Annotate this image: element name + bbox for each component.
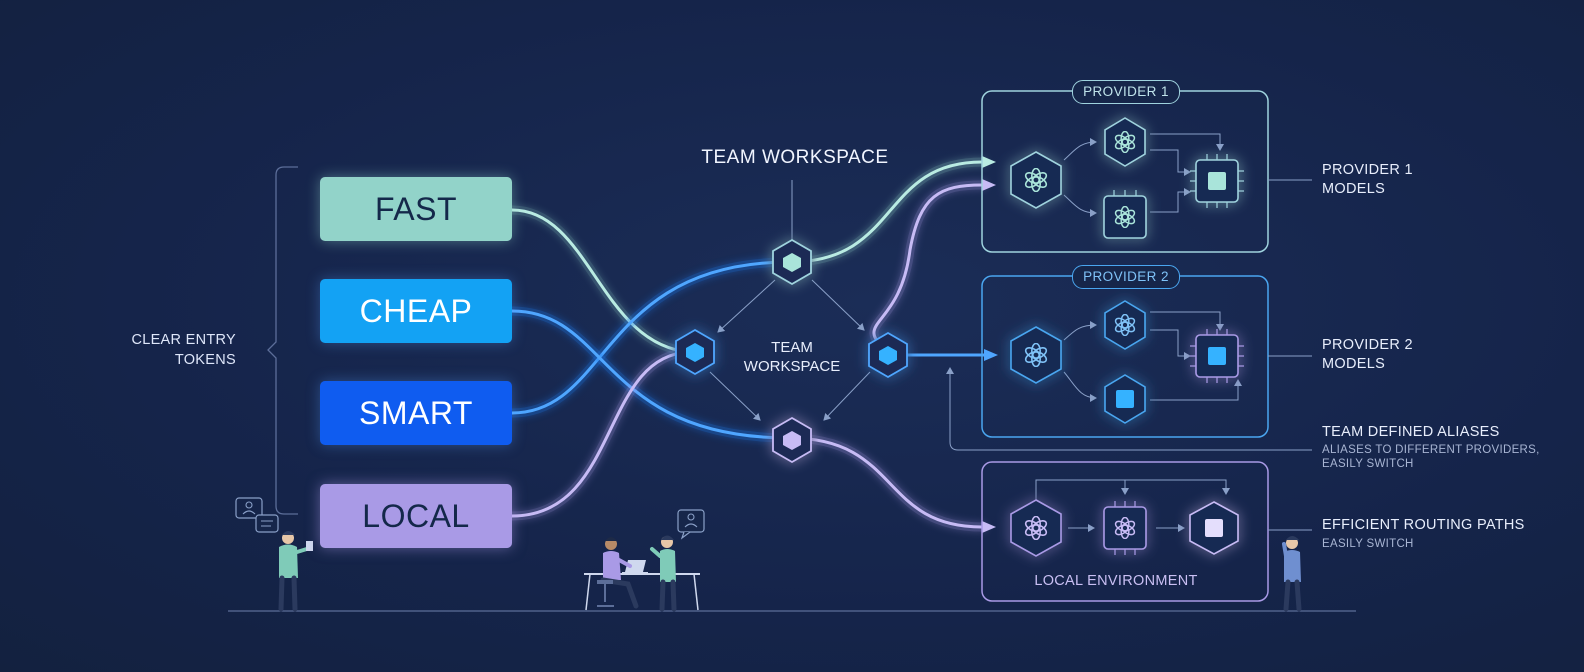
model-icon (1010, 151, 1062, 209)
person-icon (597, 537, 639, 609)
chip-icon (1103, 190, 1147, 239)
provider1-pill: PROVIDER 1 (1072, 80, 1180, 104)
node-right-hex (868, 331, 908, 379)
desk-scene (584, 509, 705, 612)
model-icon (1104, 117, 1146, 167)
chip-icon (1103, 501, 1147, 555)
routing-title: EFFICIENT ROUTING PATHS (1322, 517, 1525, 533)
local-graph (1010, 479, 1239, 557)
aliases-subtitle: ALIASES TO DIFFERENT PROVIDERS, EASILY S… (1322, 444, 1540, 470)
workspace-links (709, 180, 871, 421)
provider2-models-label: PROVIDER 2 MODELS (1322, 337, 1413, 372)
alias-line (946, 367, 1312, 451)
chip-icon (1189, 501, 1239, 555)
token-local[interactable]: LOCAL (320, 484, 512, 548)
chat-icon (677, 509, 705, 540)
token-cheap[interactable]: CHEAP (320, 279, 512, 343)
routing-subtitle: EASILY SWITCH (1322, 538, 1414, 550)
chat-icon (255, 514, 279, 533)
model-icon (1010, 499, 1062, 557)
provider2-pill: PROVIDER 2 (1072, 265, 1180, 289)
arrowhead-provider2 (984, 349, 998, 361)
model-icon (1010, 326, 1062, 384)
flow-paths (507, 157, 991, 532)
provider1-graph (1010, 117, 1244, 239)
arrowhead-provider1-b (982, 179, 996, 191)
chip-icon (1190, 329, 1244, 383)
chip-icon (1190, 154, 1244, 208)
person-icon (278, 531, 313, 612)
node-top-hex (772, 238, 812, 286)
laptop-icon (622, 560, 648, 574)
person-icon (650, 535, 677, 612)
provider2-graph (1010, 300, 1244, 424)
arrowhead-provider1-a (982, 156, 996, 168)
token-fast[interactable]: FAST (320, 177, 512, 241)
aliases-title: TEAM DEFINED ALIASES (1322, 424, 1500, 440)
person-icon (1282, 536, 1302, 612)
entry-tokens-label-line: CLEAR ENTRY TOKENS (131, 332, 236, 368)
person-icon (235, 497, 263, 519)
local-env-box (981, 461, 1269, 602)
team-workspace-center-label: TEAM WORKSPACE (743, 339, 841, 375)
entry-tokens-label: CLEAR ENTRY TOKENS (110, 330, 236, 370)
model-icon (1104, 300, 1146, 350)
chip-icon (1104, 374, 1146, 424)
arrowhead-local (982, 521, 996, 533)
entry-bracket (267, 166, 298, 515)
node-bottom-hex (772, 416, 812, 464)
provider1-models-label: PROVIDER 1 MODELS (1322, 162, 1413, 197)
node-left-hex (675, 328, 715, 376)
token-smart[interactable]: SMART (320, 381, 512, 445)
team-workspace-title: TEAM WORKSPACE (701, 147, 889, 168)
local-environment-label: LOCAL ENVIRONMENT (1034, 573, 1198, 589)
